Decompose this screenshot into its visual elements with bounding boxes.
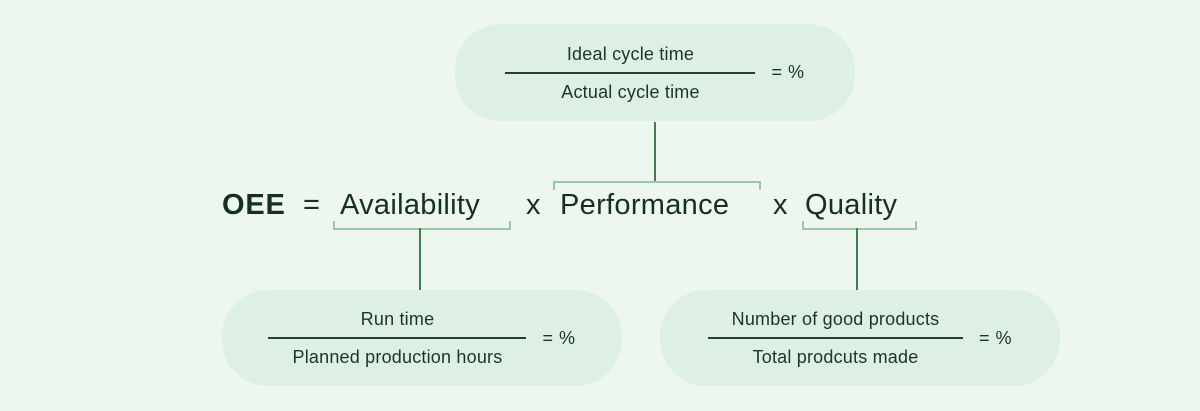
- availability-numerator: Run time: [360, 309, 435, 329]
- performance-connector-line: [654, 122, 656, 182]
- availability-denominator: Planned production hours: [292, 347, 503, 367]
- performance-equals-percent: = %: [771, 62, 805, 82]
- multiply-sign: x: [526, 189, 541, 221]
- performance-denominator: Actual cycle time: [561, 81, 700, 102]
- performance-numerator: Ideal cycle time: [566, 43, 695, 64]
- availability-bracket: [333, 221, 511, 230]
- availability-equals-percent: = %: [542, 327, 576, 348]
- term-quality: Quality: [805, 189, 898, 221]
- fraction-divider-line: [707, 337, 963, 339]
- quality-numerator: Number of good products: [731, 309, 940, 329]
- performance-fraction: Ideal cycle time Actual cycle time: [505, 43, 756, 102]
- multiply-sign: x: [773, 189, 788, 221]
- performance-bracket: [553, 181, 761, 190]
- term-availability: Availability: [340, 189, 481, 221]
- quality-equals-percent: = %: [978, 327, 1013, 348]
- fraction-divider-line: [505, 71, 756, 74]
- availability-formula-box: Run time Planned production hours = %: [222, 290, 622, 386]
- quality-fraction: Number of good products Total prodcuts m…: [707, 309, 963, 367]
- quality-connector-line: [856, 228, 858, 290]
- performance-formula-box: Ideal cycle time Actual cycle time = %: [455, 24, 855, 121]
- fraction-divider-line: [268, 337, 527, 339]
- availability-fraction: Run time Planned production hours: [268, 309, 527, 367]
- term-performance: Performance: [560, 189, 730, 221]
- availability-connector-line: [419, 228, 421, 290]
- quality-bracket: [802, 221, 917, 230]
- oee-formula-row: OEE = Availability x Performance x Quali…: [0, 189, 1200, 227]
- equals-sign: =: [303, 189, 321, 221]
- quality-denominator: Total prodcuts made: [752, 347, 919, 367]
- quality-formula-box: Number of good products Total prodcuts m…: [660, 290, 1060, 386]
- oee-label: OEE: [222, 189, 286, 221]
